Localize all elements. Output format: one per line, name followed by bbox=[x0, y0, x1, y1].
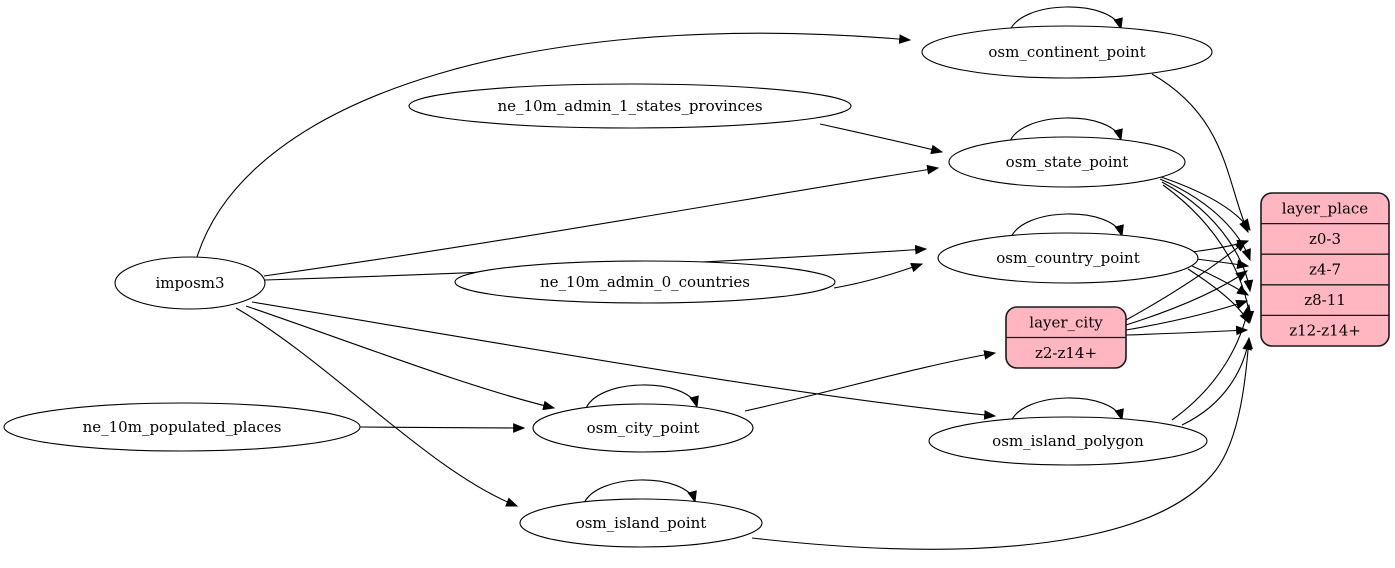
table-node-ne_10m_admin_0_countries: ne_10m_admin_0_countries bbox=[454, 260, 836, 304]
edges-layer bbox=[196, 6, 1255, 550]
edge-osm_country_point-to-layer_place-z8-11 bbox=[1191, 265, 1250, 296]
edge-ne_10m_populated_places-to-osm_city_point bbox=[359, 423, 526, 433]
ne_10m_populated_places-label: ne_10m_populated_places bbox=[83, 418, 282, 436]
osm_state_point-ellipse bbox=[948, 136, 1186, 188]
imposm3-ellipse bbox=[114, 256, 266, 310]
edge-osm_state_point-to-osm_state_point-self-loop bbox=[1008, 117, 1123, 145]
edge-imposm3-to-osm_island_point bbox=[235, 307, 519, 507]
osm_state_point-label: osm_state_point bbox=[1006, 153, 1129, 171]
record-node-layer_city: layer_city z2-z14+ bbox=[1005, 306, 1127, 369]
edge-osm_state_point-to-layer_place-z0-3 bbox=[1157, 175, 1251, 231]
layer_place-row-z4-7: z4-7 bbox=[1309, 261, 1341, 279]
edge-osm_continent_point-to-layer_place-z0-3 bbox=[1151, 73, 1249, 234]
edge-ne_10m_admin_0_countries-to-osm_country_point bbox=[833, 262, 924, 289]
record-node-layer_place: layer_place z0-3 z4-7 z8-11 z12-z14+ bbox=[1260, 192, 1390, 347]
edge-osm_country_point-to-layer_place-z4-7 bbox=[1195, 258, 1250, 269]
ne_10m_populated_places-ellipse bbox=[3, 402, 361, 452]
layer_place-record-box bbox=[1260, 192, 1390, 347]
ne_10m_admin_1_states_provinces-ellipse bbox=[408, 83, 852, 129]
osm_country_point-label: osm_country_point bbox=[996, 249, 1140, 267]
osm_country_point-ellipse bbox=[937, 232, 1199, 284]
table-node-osm_island_point: osm_island_point bbox=[519, 498, 763, 548]
edge-osm_continent_point-to-osm_continent_point-self-loop bbox=[1008, 6, 1123, 34]
table-node-imposm3: imposm3 bbox=[114, 256, 266, 310]
edge-osm_state_point-to-layer_place-z4-7 bbox=[1159, 178, 1251, 262]
osm_island_polygon-label: osm_island_polygon bbox=[992, 432, 1144, 450]
osm_island_polygon-ellipse bbox=[928, 416, 1208, 466]
table-node-osm_island_polygon: osm_island_polygon bbox=[928, 416, 1208, 466]
edge-imposm3-to-osm_city_point bbox=[245, 305, 556, 411]
osm_city_point-label: osm_city_point bbox=[587, 419, 700, 437]
edge-imposm3-to-osm_continent_point bbox=[196, 32, 912, 258]
edge-layer_city-to-layer_place-z0-3 bbox=[1125, 240, 1247, 321]
nodes-layer: imposm3 ne_10m_admin_1_states_provincesne… bbox=[3, 25, 1390, 548]
edge-ne_10m_admin_1_states_provinces-to-osm_state_point bbox=[819, 123, 944, 155]
edge-layer_city-to-layer_place-z12-z14+ bbox=[1125, 325, 1249, 336]
osm_continent_point-label: osm_continent_point bbox=[988, 43, 1145, 61]
edge-layer_city-to-layer_place-z4-7 bbox=[1125, 270, 1248, 326]
table-node-osm_continent_point: osm_continent_point bbox=[921, 25, 1213, 79]
layer_place-row-z8-11: z8-11 bbox=[1304, 291, 1346, 309]
edge-osm_island_point-to-osm_island_point-self-loop bbox=[582, 479, 697, 507]
edge-osm_island_polygon-to-osm_island_polygon-self-loop bbox=[1009, 397, 1124, 425]
layer_place-row-z12-z14+: z12-z14+ bbox=[1289, 322, 1361, 340]
layer_place-title: layer_place bbox=[1282, 199, 1369, 217]
osm_island_point-ellipse bbox=[519, 498, 763, 548]
osm_island_point-label: osm_island_point bbox=[576, 514, 707, 532]
edge-imposm3-to-osm_island_polygon bbox=[251, 301, 997, 420]
edge-osm_city_point-to-layer_city-z2-z14+ bbox=[744, 350, 997, 412]
edge-osm_city_point-to-osm_city_point-self-loop bbox=[584, 384, 699, 412]
edge-layer_city-to-layer_place-z8-11 bbox=[1125, 299, 1249, 331]
imposm3-label: imposm3 bbox=[155, 274, 224, 292]
edge-osm_island_point-to-layer_place-z12-z14+ bbox=[751, 336, 1254, 550]
edge-osm_country_point-to-osm_country_point-self-loop bbox=[1009, 213, 1124, 241]
edge-imposm3-to-osm_state_point bbox=[263, 164, 940, 277]
table-node-osm_country_point: osm_country_point bbox=[937, 232, 1199, 284]
osm_continent_point-ellipse bbox=[921, 25, 1213, 79]
edge-osm_island_polygon-to-layer_place-z8-11 bbox=[1171, 303, 1252, 421]
layer_city-title: layer_city bbox=[1029, 313, 1103, 331]
table-node-osm_city_point: osm_city_point bbox=[532, 403, 754, 453]
table-node-ne_10m_admin_1_states_provinces: ne_10m_admin_1_states_provinces bbox=[408, 83, 852, 129]
layer_city-row-z2-z14+: z2-z14+ bbox=[1035, 344, 1097, 362]
ne_10m_admin_0_countries-label: ne_10m_admin_0_countries bbox=[540, 273, 750, 291]
osm_city_point-ellipse bbox=[532, 403, 754, 453]
table-node-osm_state_point: osm_state_point bbox=[948, 136, 1186, 188]
ne_10m_admin_1_states_provinces-label: ne_10m_admin_1_states_provinces bbox=[497, 97, 762, 115]
layer_place-row-z0-3: z0-3 bbox=[1309, 230, 1341, 248]
ne_10m_admin_0_countries-ellipse bbox=[454, 260, 836, 304]
table-node-ne_10m_populated_places: ne_10m_populated_places bbox=[3, 402, 361, 452]
